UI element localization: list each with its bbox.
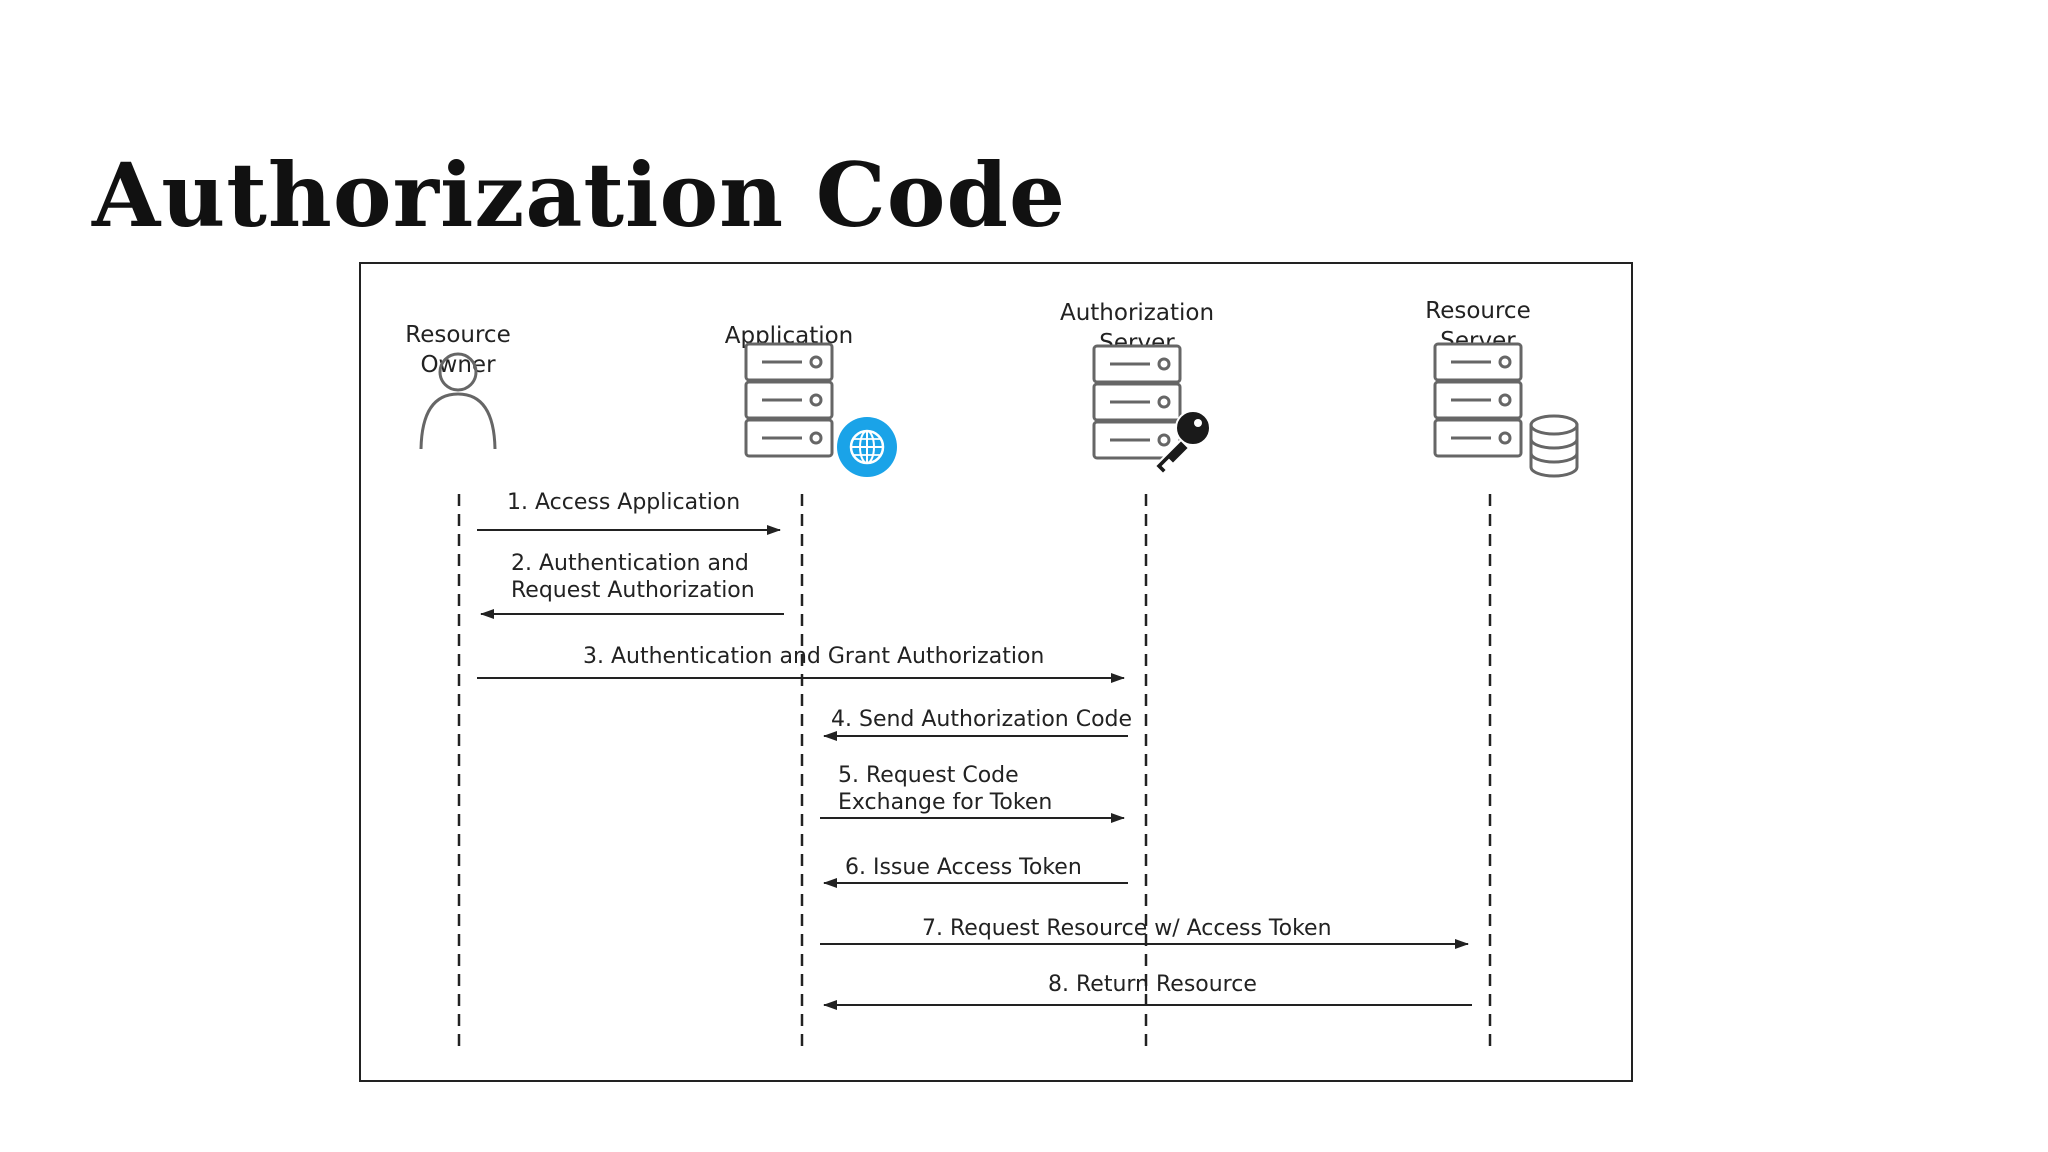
server-icon [1433, 342, 1523, 458]
key-icon [1153, 410, 1211, 476]
person-icon [419, 352, 497, 450]
message-label: 3. Authentication and Grant Authorizatio… [583, 644, 1044, 669]
message-label: 2. Authentication and [511, 551, 749, 576]
message: 1. Access Application [477, 490, 781, 535]
actor-label: Authorization [1060, 300, 1214, 326]
message-label: 5. Request Code [838, 763, 1019, 788]
server-icon [1092, 344, 1182, 460]
server-icon [744, 342, 834, 458]
message-label: 4. Send Authorization Code [831, 707, 1132, 732]
message-label: Request Authorization [511, 578, 755, 603]
message: 4. Send Authorization Code [823, 707, 1132, 741]
actor-application: Application [725, 323, 897, 477]
slide-title: Authorization Code [92, 143, 1067, 247]
actor-label: Resource [1425, 298, 1530, 324]
message: 8. Return Resource [823, 972, 1472, 1010]
database-icon [1529, 414, 1579, 478]
message-label: 7. Request Resource w/ Access Token [922, 916, 1332, 941]
message: 7. Request Resource w/ Access Token [820, 916, 1469, 949]
actor-label: Resource [405, 322, 510, 348]
message-label: Exchange for Token [838, 790, 1052, 815]
message: 3. Authentication and Grant Authorizatio… [477, 644, 1125, 683]
message-label: 8. Return Resource [1048, 972, 1257, 997]
actor-label: Owner [420, 352, 496, 378]
message-label: 1. Access Application [507, 490, 740, 515]
message: 6. Issue Access Token [823, 855, 1128, 888]
message-label: 6. Issue Access Token [845, 855, 1082, 880]
globe-icon [837, 417, 897, 477]
